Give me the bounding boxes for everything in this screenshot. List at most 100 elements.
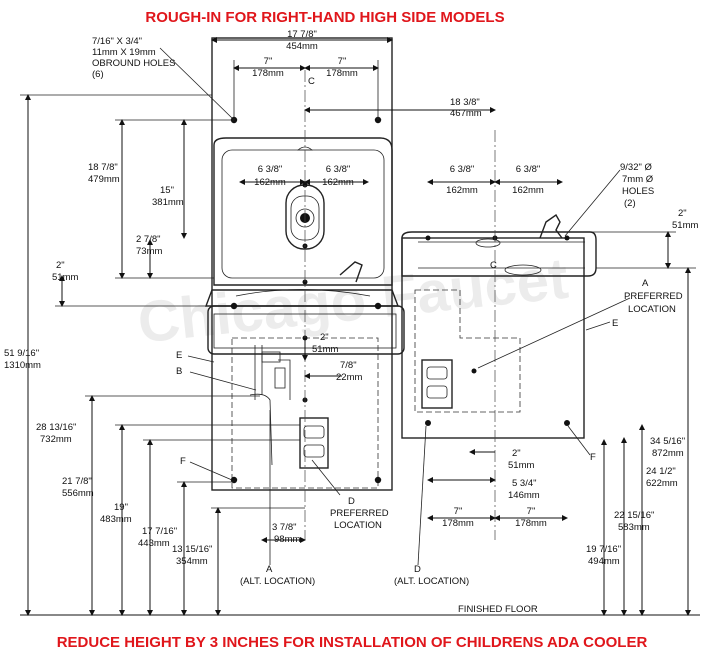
h-19r-mm: 494mm [588,556,620,567]
hole-r-1: 9/32" Ø [620,162,653,173]
height-15-mm: 381mm [152,197,184,208]
r-label-A-note1: PREFERRED [624,291,683,302]
overall-width-in: 17 7/8" [287,29,317,40]
bub-left-mm: 162mm [254,177,286,188]
height-18-mm: 479mm [88,174,120,185]
seven8-in: 7/8" [340,360,357,371]
h-22-mm: 583mm [618,522,650,533]
h-28-in: 28 13/16" [36,422,76,433]
r-half-right-in: 7" [527,506,536,517]
half-left-in: 7" [264,56,273,67]
h-24-in: 24 1/2" [646,466,676,477]
overall-width-mm: 454mm [286,41,318,52]
bub-right-in: 6 3/8" [326,164,351,175]
h-28-mm: 732mm [40,434,72,445]
two-right-mm: 51mm [672,220,698,231]
overall-51-mm: 1310mm [4,360,41,371]
bub-right-mm: 162mm [322,177,354,188]
hole-spec-line4: (6) [92,69,104,80]
h-19r-in: 19 7/16" [586,544,621,555]
h-22-in: 22 15/16" [614,510,654,521]
r-label-D: D [414,564,421,575]
two-left-mm: 51mm [52,272,78,283]
h-19-mm: 483mm [100,514,132,525]
mounting-plate-outline [211,37,393,491]
w-53-mm: 146mm [508,490,540,501]
h-13-in: 13 15/16" [172,544,212,555]
two-bottom-mm: 51mm [508,460,534,471]
h-34-in: 34 5/16" [650,436,685,447]
footer-note: REDUCE HEIGHT BY 3 INCHES FOR INSTALLATI… [57,634,648,651]
half-right-in: 7" [338,56,347,67]
w-37-in: 3 7/8" [272,522,297,533]
height-18-in: 18 7/8" [88,162,118,173]
r-bub-left-mm: 162mm [446,185,478,196]
supply-plumbing [249,345,291,466]
offset-27-mm: 73mm [136,246,162,257]
centerline-mark-right: C [490,260,497,271]
h-17-mm: 443mm [138,538,170,549]
hole-spec-line1: 7/16" X 3/4" [92,36,142,47]
centerline-mark-left: C [308,76,315,87]
bowl-back-outline [213,137,393,286]
finished-floor-label: FINISHED FLOOR [458,604,538,615]
hole-spec-line2: 11mm X 19mm [92,47,156,58]
two-left-in: 2" [56,260,65,271]
r-bub-left-in: 6 3/8" [450,164,475,175]
page-title: ROUGH-IN FOR RIGHT-HAND HIGH SIDE MODELS [145,9,504,26]
watermark-text: Chicago Faucet [135,246,571,356]
offset-18-mm: 467mm [450,108,482,119]
label-B-left: B [176,366,182,377]
two-right-in: 2" [678,208,687,219]
r-half-left-in: 7" [454,506,463,517]
r-label-A-note2: LOCATION [628,304,676,315]
dimension-labels: 7/16" X 3/4" 11mm X 19mm OBROUND HOLES (… [4,29,698,615]
offset-27-in: 2 7/8" [136,234,161,245]
h-34-mm: 872mm [652,448,684,459]
label-D-left-note1: PREFERRED [330,508,389,519]
label-D-left-note2: LOCATION [334,520,382,531]
r-label-E: E [612,318,618,329]
h-21-mm: 556mm [62,488,94,499]
label-A-left-note: (ALT. LOCATION) [240,576,315,587]
height-15-in: 15" [160,185,174,196]
hole-r-2: 7mm Ø [622,174,654,185]
r-bub-right-in: 6 3/8" [516,164,541,175]
seven8-mm: 22mm [336,372,362,383]
half-left-mm: 178mm [252,68,284,79]
h-24-mm: 622mm [646,478,678,489]
half-right-mm: 178mm [326,68,358,79]
h-19-in: 19" [114,502,128,513]
w-53-in: 5 3/4" [512,478,537,489]
r-label-A: A [642,278,649,289]
bottle-filler-sensor [295,208,315,228]
bubbler-left-view [339,261,363,283]
offset-18-in: 18 3/8" [450,97,480,108]
hole-r-4: (2) [624,198,636,209]
right-side-view [401,130,597,540]
dimension-lines [20,37,700,616]
electrical-outlet-left [299,417,329,469]
left-front-view [204,37,405,540]
r-half-right-mm: 178mm [515,518,547,529]
r-half-left-mm: 178mm [442,518,474,529]
label-D-left: D [348,496,355,507]
h-13-mm: 354mm [176,556,208,567]
w-37-mm: 98mm [274,534,300,545]
bub-left-in: 6 3/8" [258,164,283,175]
label-A-left: A [266,564,273,575]
h-21-in: 21 7/8" [62,476,92,487]
overall-51-in: 51 9/16" [4,348,39,359]
label-E-left: E [176,350,182,361]
center-2-mm: 51mm [312,344,338,355]
r-label-D-note: (ALT. LOCATION) [394,576,469,587]
label-F-left: F [180,456,186,467]
bubbler-side-view [539,213,563,239]
center-2-in: 2" [320,332,329,343]
electrical-outlet-right [421,359,453,409]
r-label-F: F [590,452,596,463]
hole-r-3: HOLES [622,186,654,197]
two-bottom-in: 2" [512,448,521,459]
hole-spec-line3: OBROUND HOLES [92,58,175,69]
